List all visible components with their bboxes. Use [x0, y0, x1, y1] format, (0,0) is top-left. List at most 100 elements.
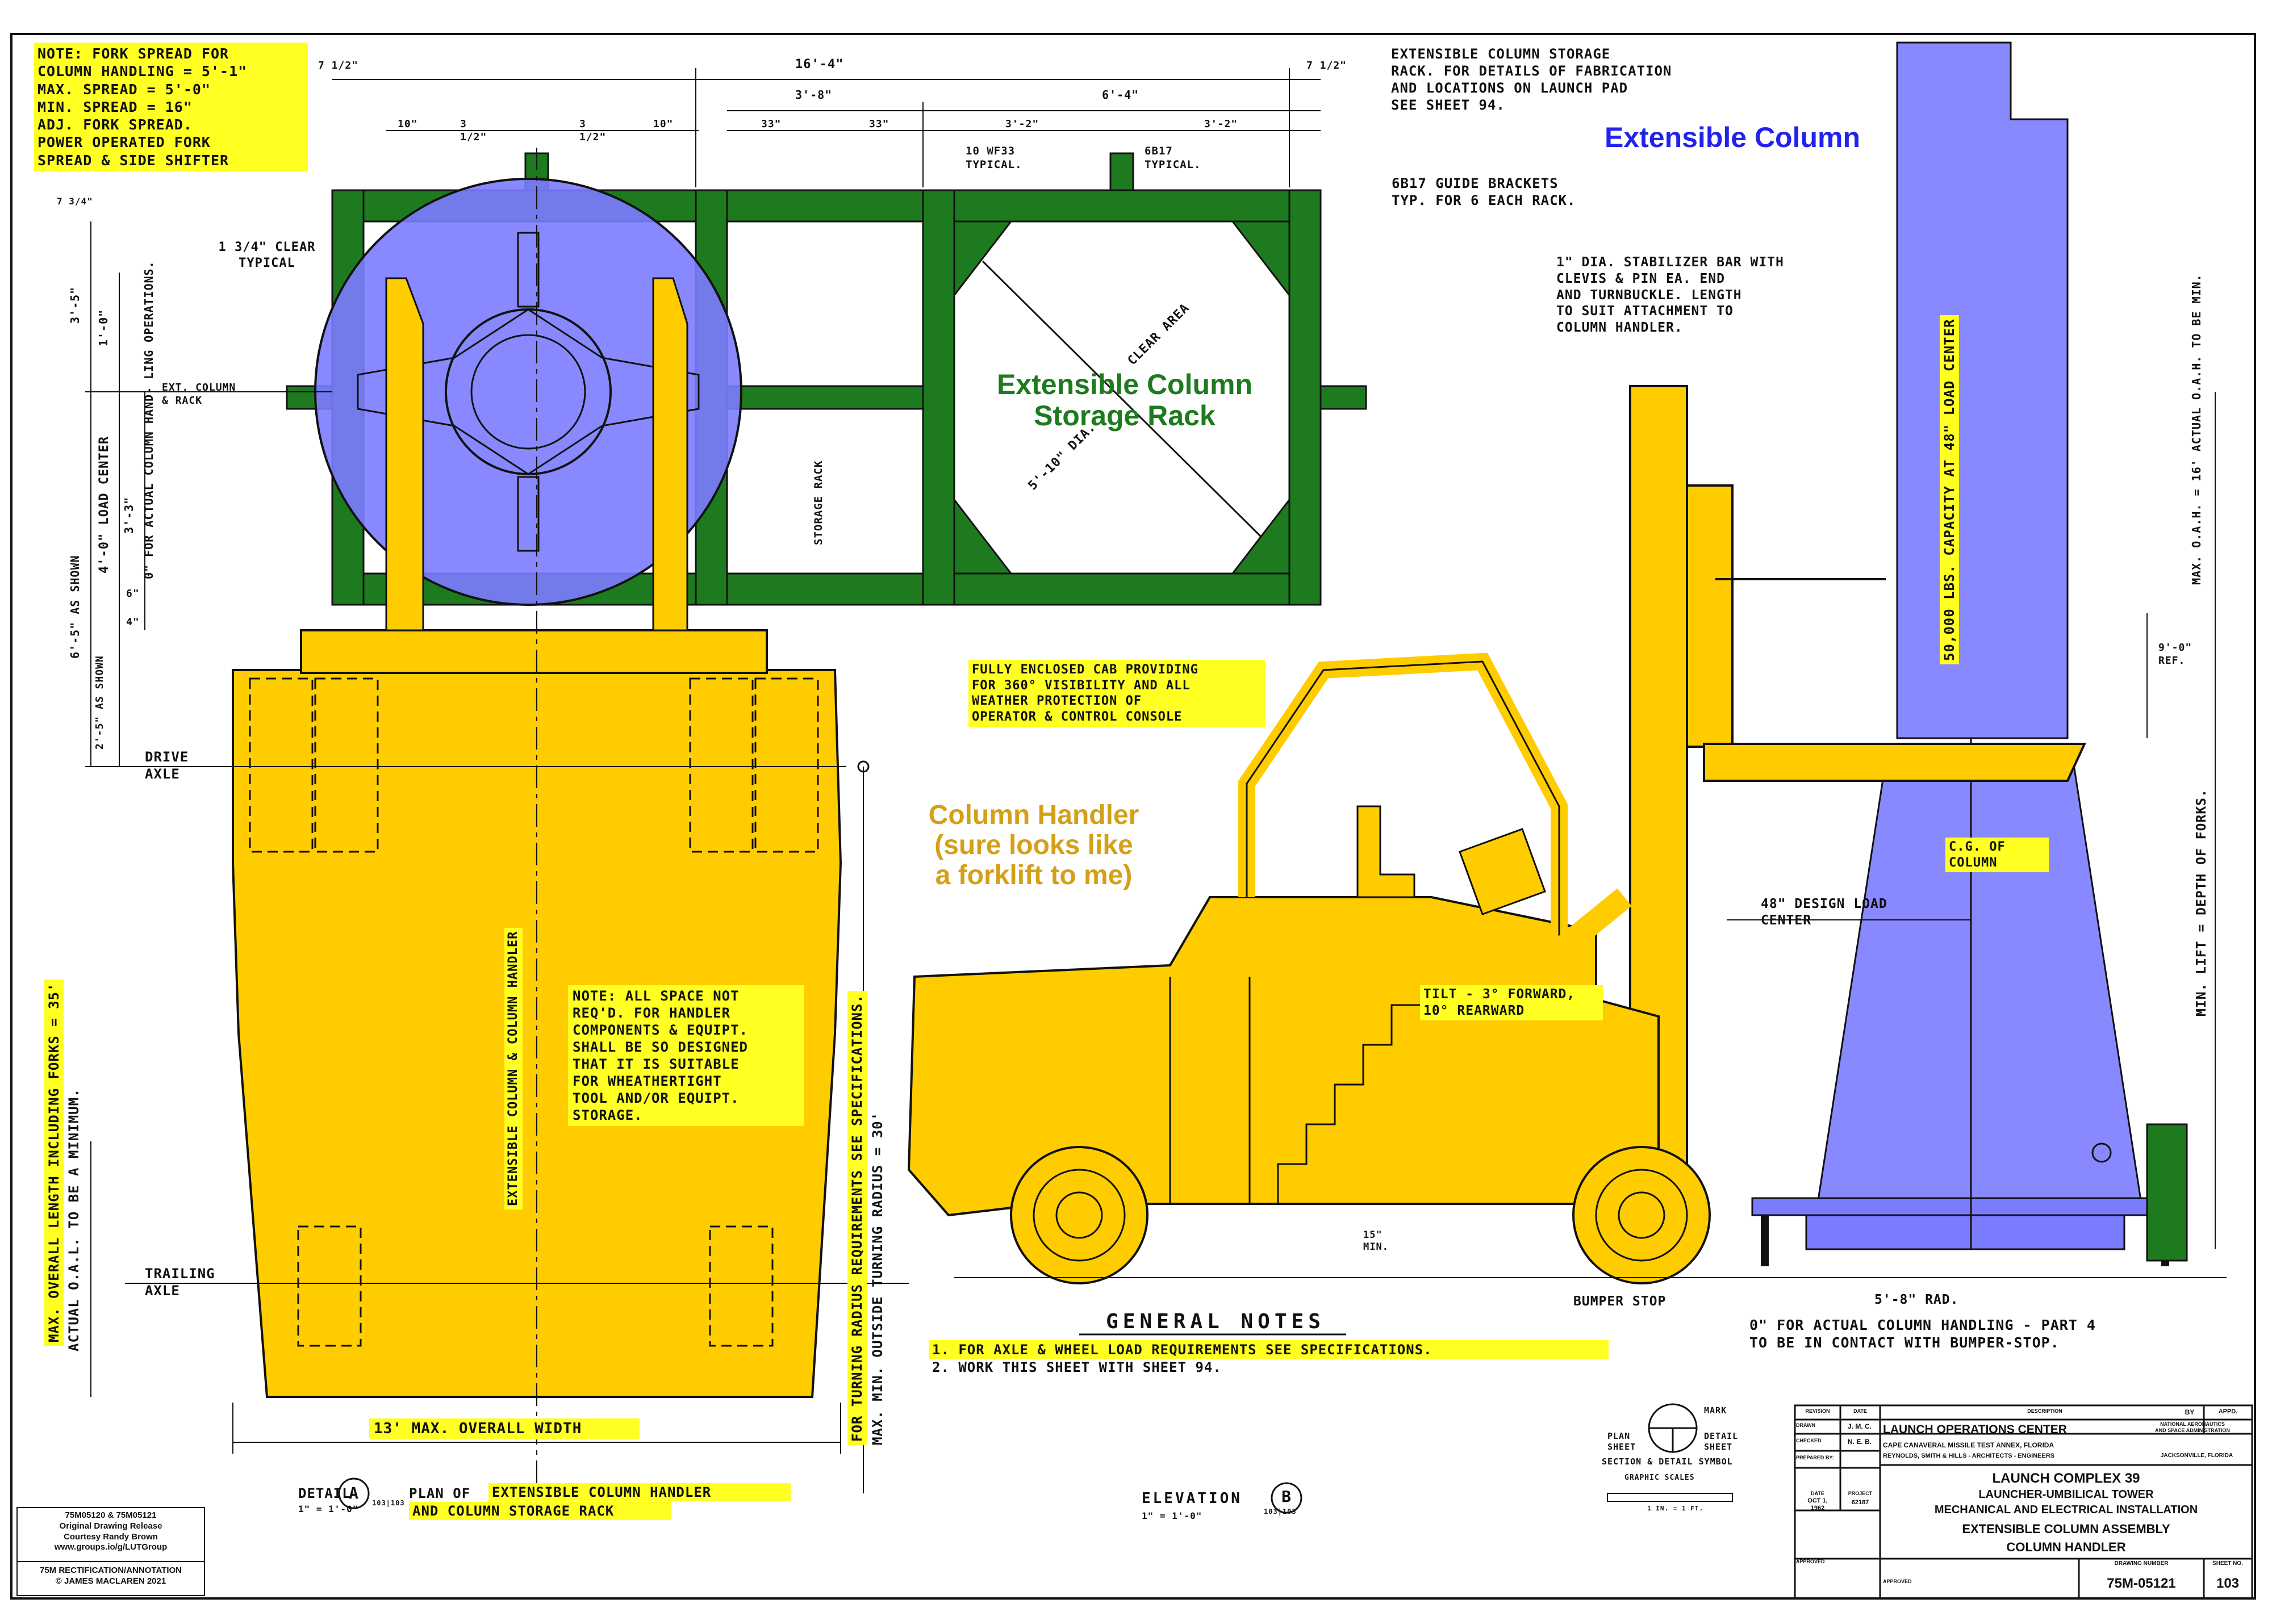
- tb-sheet: 103: [2216, 1576, 2240, 1591]
- dim-33a: 33": [761, 118, 782, 130]
- detail-a-marker: [338, 1477, 370, 1509]
- title-block-lines: [1794, 1404, 2253, 1600]
- label-storage-rack: Extensible Column Storage Rack: [996, 369, 1253, 432]
- label-extensible-column: Extensible Column: [1604, 122, 1861, 153]
- note-fork-spread: NOTE: FORK SPREAD FOR COLUMN HANDLING = …: [34, 43, 308, 171]
- dim-left-10: 1'-0": [97, 309, 110, 346]
- detail-a-plan: PLAN OF: [409, 1485, 471, 1501]
- dim-315a: 3 1/2": [460, 118, 487, 143]
- console: [1459, 828, 1546, 915]
- note-as-shown2: 2'-5" AS SHOWN: [94, 655, 106, 750]
- general-notes-title: GENERAL NOTES: [1106, 1310, 1325, 1333]
- label-column-handler: Column Handler (sure looks like a forkli…: [928, 800, 1139, 890]
- tb-rev: REVISION: [1805, 1408, 1830, 1414]
- symbol-detail-sheet: DETAIL SHEET: [1704, 1431, 1739, 1452]
- dim-10b: 10": [653, 118, 674, 130]
- tb-nasa: NATIONAL AERONAUTICS AND SPACE ADMINISTR…: [2155, 1421, 2230, 1433]
- sheet-border: [10, 33, 2256, 1600]
- bumper-stop: [2146, 1123, 2188, 1262]
- general-note-1: 1. FOR AXLE & WHEEL LOAD REQUIREMENTS SE…: [929, 1340, 1609, 1359]
- note-bumper-stop: BUMPER STOP: [1573, 1294, 1667, 1309]
- note-column-handler-vert: EXTENSIBLE COLUMN & COLUMN HANDLER: [504, 927, 523, 1209]
- credit-box: [16, 1507, 205, 1596]
- symbol-scales: GRAPHIC SCALES: [1624, 1474, 1695, 1482]
- elevation-b-refs: 103|103: [1264, 1508, 1297, 1516]
- tb-handler: COLUMN HANDLER: [2006, 1540, 2126, 1554]
- handler-body: [907, 896, 1660, 1217]
- dim-right-over: 7 1/2": [1306, 60, 1347, 72]
- detail-a-refs: 103|103: [372, 1499, 405, 1507]
- general-note-2: 2. WORK THIS SHEET WITH SHEET 94.: [932, 1359, 1222, 1375]
- dim-38: 3'-8": [795, 88, 833, 102]
- tb-drawn-v: J. M. C.: [1847, 1422, 1872, 1430]
- detail-a-prefix: DETAIL: [298, 1485, 351, 1501]
- note-ref: 9'-0" REF.: [2158, 642, 2192, 667]
- mast-carriage: [1686, 484, 1734, 748]
- elevation-b-label: ELEVATION: [1142, 1490, 1242, 1507]
- dim-10: 10": [398, 118, 418, 130]
- dim-left-6: 6": [126, 588, 140, 600]
- note-rad: 5'-8" RAD.: [1874, 1292, 1959, 1307]
- detail-a-letter: A: [349, 1484, 359, 1502]
- tb-approved: APPROVED: [1796, 1559, 1825, 1564]
- credit-release: 75M05120 & 75M05121 Original Drawing Rel…: [54, 1510, 168, 1552]
- note-drive-axle: DRIVE AXLE: [145, 749, 189, 782]
- dim-64: 6'-4": [1102, 88, 1139, 102]
- symbol-caption: SECTION & DETAIL SYMBOL: [1602, 1456, 1733, 1467]
- note-as-shown: 6'-5" AS SHOWN: [68, 555, 82, 659]
- wheel-front: [1010, 1146, 1148, 1284]
- dim-left-4: 4": [126, 616, 140, 628]
- note-overall-length: MAX. OVERALL LENGTH INCLUDING FORKS = 35…: [44, 979, 64, 1346]
- dim-top-734: 7 3/4": [57, 196, 93, 207]
- tb-checked-v: N. E. B.: [1847, 1438, 1872, 1446]
- forks-elevation: [1703, 743, 2087, 782]
- note-wf33: 10 WF33 TYPICAL.: [966, 145, 1022, 171]
- tb-tower: LAUNCHER-UMBILICAL TOWER: [1978, 1488, 2154, 1501]
- dim-left-315: 3'-5": [68, 286, 82, 324]
- tb-appd: APPD.: [2218, 1408, 2238, 1415]
- note-trailing-axle: TRAILING AXLE: [145, 1266, 215, 1299]
- tb-desc: DESCRIPTION: [2027, 1408, 2062, 1414]
- note-space: NOTE: ALL SPACE NOT REQ'D. FOR HANDLER C…: [568, 985, 804, 1126]
- compartment: [709, 1225, 774, 1347]
- column-key-bottom: [517, 476, 540, 552]
- symbol-plan-sheet: PLAN SHEET: [1607, 1431, 1636, 1452]
- tb-approved2: APPROVED: [1883, 1579, 1912, 1584]
- credit-annotation: 75M RECTIFICATION/ANNOTATION © JAMES MAC…: [40, 1566, 182, 1586]
- tb-date-h: DATE: [1853, 1408, 1867, 1414]
- note-load-center: 4'-0" LOAD CENTER: [97, 436, 111, 574]
- tb-checked: CHECKED: [1796, 1438, 1822, 1443]
- compartment: [754, 677, 819, 853]
- compartment: [297, 1225, 362, 1347]
- tb-project: PROJECT: [1848, 1491, 1873, 1496]
- tb-complex: LAUNCH COMPLEX 39: [1992, 1471, 2140, 1486]
- fork-right: [652, 277, 688, 631]
- note-overall-width: 13' MAX. OVERALL WIDTH: [369, 1418, 640, 1439]
- tb-prepared: PREPARED BY:: [1796, 1455, 1834, 1460]
- note-ext-col: EXT. COLUMN & RACK: [162, 382, 236, 407]
- dim-top-overall: 16'-4": [795, 57, 844, 72]
- seat: [1356, 805, 1415, 898]
- note-capacity: 50,000 LBS. CAPACITY AT 48" LOAD CENTER: [1940, 315, 1959, 664]
- dim-left-34: 3'-3": [122, 496, 136, 534]
- tb-firm: REYNOLDS, SMITH & HILLS - ARCHITECTS - E…: [1883, 1453, 2055, 1459]
- note-oal-min: ACTUAL O.A.L. TO BE A MINIMUM.: [66, 1088, 82, 1351]
- column-base: [1805, 1214, 2125, 1250]
- tb-annex: CAPE CANAVERAL MISSILE TEST ANNEX, FLORI…: [1883, 1441, 2054, 1449]
- wheel-rear: [1572, 1146, 1711, 1284]
- compartment: [314, 677, 379, 853]
- symbol-scale-row: 1 IN. = 1 FT.: [1647, 1505, 1704, 1512]
- tb-dwg-h: DRAWING NUMBER: [2114, 1560, 2169, 1567]
- tb-center: LAUNCH OPERATIONS CENTER: [1883, 1423, 2067, 1436]
- fork-left: [385, 277, 424, 631]
- tb-by: BY: [2185, 1408, 2195, 1416]
- compartment: [689, 677, 754, 853]
- column-elevation-upper: [1896, 41, 2069, 739]
- note-turning: FOR TURNING RADIUS REQUIREMENTS SEE SPEC…: [847, 991, 867, 1445]
- column-base-plate: [1751, 1197, 2185, 1216]
- tb-date-v: OCT 1, 1962: [1807, 1497, 1828, 1512]
- detail-a-scale: 1" = 1'-0": [298, 1504, 359, 1514]
- tb-sheet-h: SHEET NO.: [2212, 1560, 2243, 1567]
- note-turning-radius: MAX. MIN. OUTSIDE TURNING RADIUS = 30': [870, 1111, 886, 1445]
